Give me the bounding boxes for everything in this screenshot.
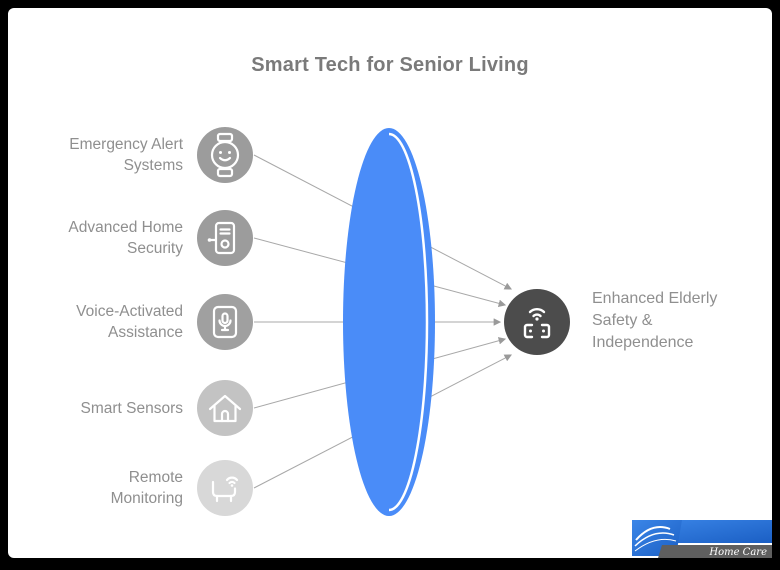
logo-swoosh-3 bbox=[634, 538, 677, 552]
item-smart-sensors: Smart Sensors bbox=[23, 380, 253, 436]
outcome-label: Enhanced Elderly Safety & Independence bbox=[592, 290, 718, 351]
item-label: Smart Sensors bbox=[80, 399, 183, 417]
security-panel-icon-circle bbox=[197, 210, 253, 266]
smart-home-icon bbox=[208, 394, 242, 423]
brand-logo-graphic: Home Care bbox=[632, 520, 772, 558]
item-label: Voice-Activated Assistance bbox=[76, 303, 183, 341]
item-emergency-alert: Emergency Alert Systems bbox=[23, 127, 253, 183]
item-label: Remote Monitoring bbox=[110, 469, 183, 507]
lens-ellipse bbox=[343, 128, 435, 516]
smartwatch-icon bbox=[210, 132, 240, 178]
logo-tagline: Home Care bbox=[708, 547, 767, 558]
logo-tagline-bar bbox=[658, 545, 772, 558]
item-home-security: Advanced Home Security bbox=[23, 210, 253, 266]
lens bbox=[343, 128, 435, 516]
smartwatch-icon-circle bbox=[197, 127, 253, 183]
item-voice-assistance: Voice-Activated Assistance bbox=[23, 294, 253, 350]
monitoring-recliner-icon-circle bbox=[197, 460, 253, 516]
outcome-circle bbox=[504, 289, 570, 355]
page-background: Smart Tech for Senior Living Emer bbox=[8, 8, 772, 558]
brand-logo: Home Care bbox=[632, 518, 772, 558]
smart-sensor-device-icon bbox=[523, 307, 551, 339]
monitoring-recliner-icon bbox=[211, 476, 239, 503]
item-label: Advanced Home Security bbox=[68, 219, 183, 257]
security-panel-icon bbox=[207, 221, 236, 255]
lens-highlight-arc bbox=[388, 132, 429, 512]
voice-assistant-icon bbox=[212, 305, 238, 339]
item-remote-monitoring: Remote Monitoring bbox=[23, 460, 253, 516]
item-label: Emergency Alert Systems bbox=[69, 136, 183, 174]
diagram-graphics bbox=[253, 128, 512, 516]
smart-home-icon-circle bbox=[197, 380, 253, 436]
page-title: Smart Tech for Senior Living bbox=[251, 54, 529, 76]
voice-assistant-icon-circle bbox=[197, 294, 253, 350]
logo-swoosh-2 bbox=[634, 532, 675, 547]
logo-swoosh-1 bbox=[635, 526, 671, 541]
